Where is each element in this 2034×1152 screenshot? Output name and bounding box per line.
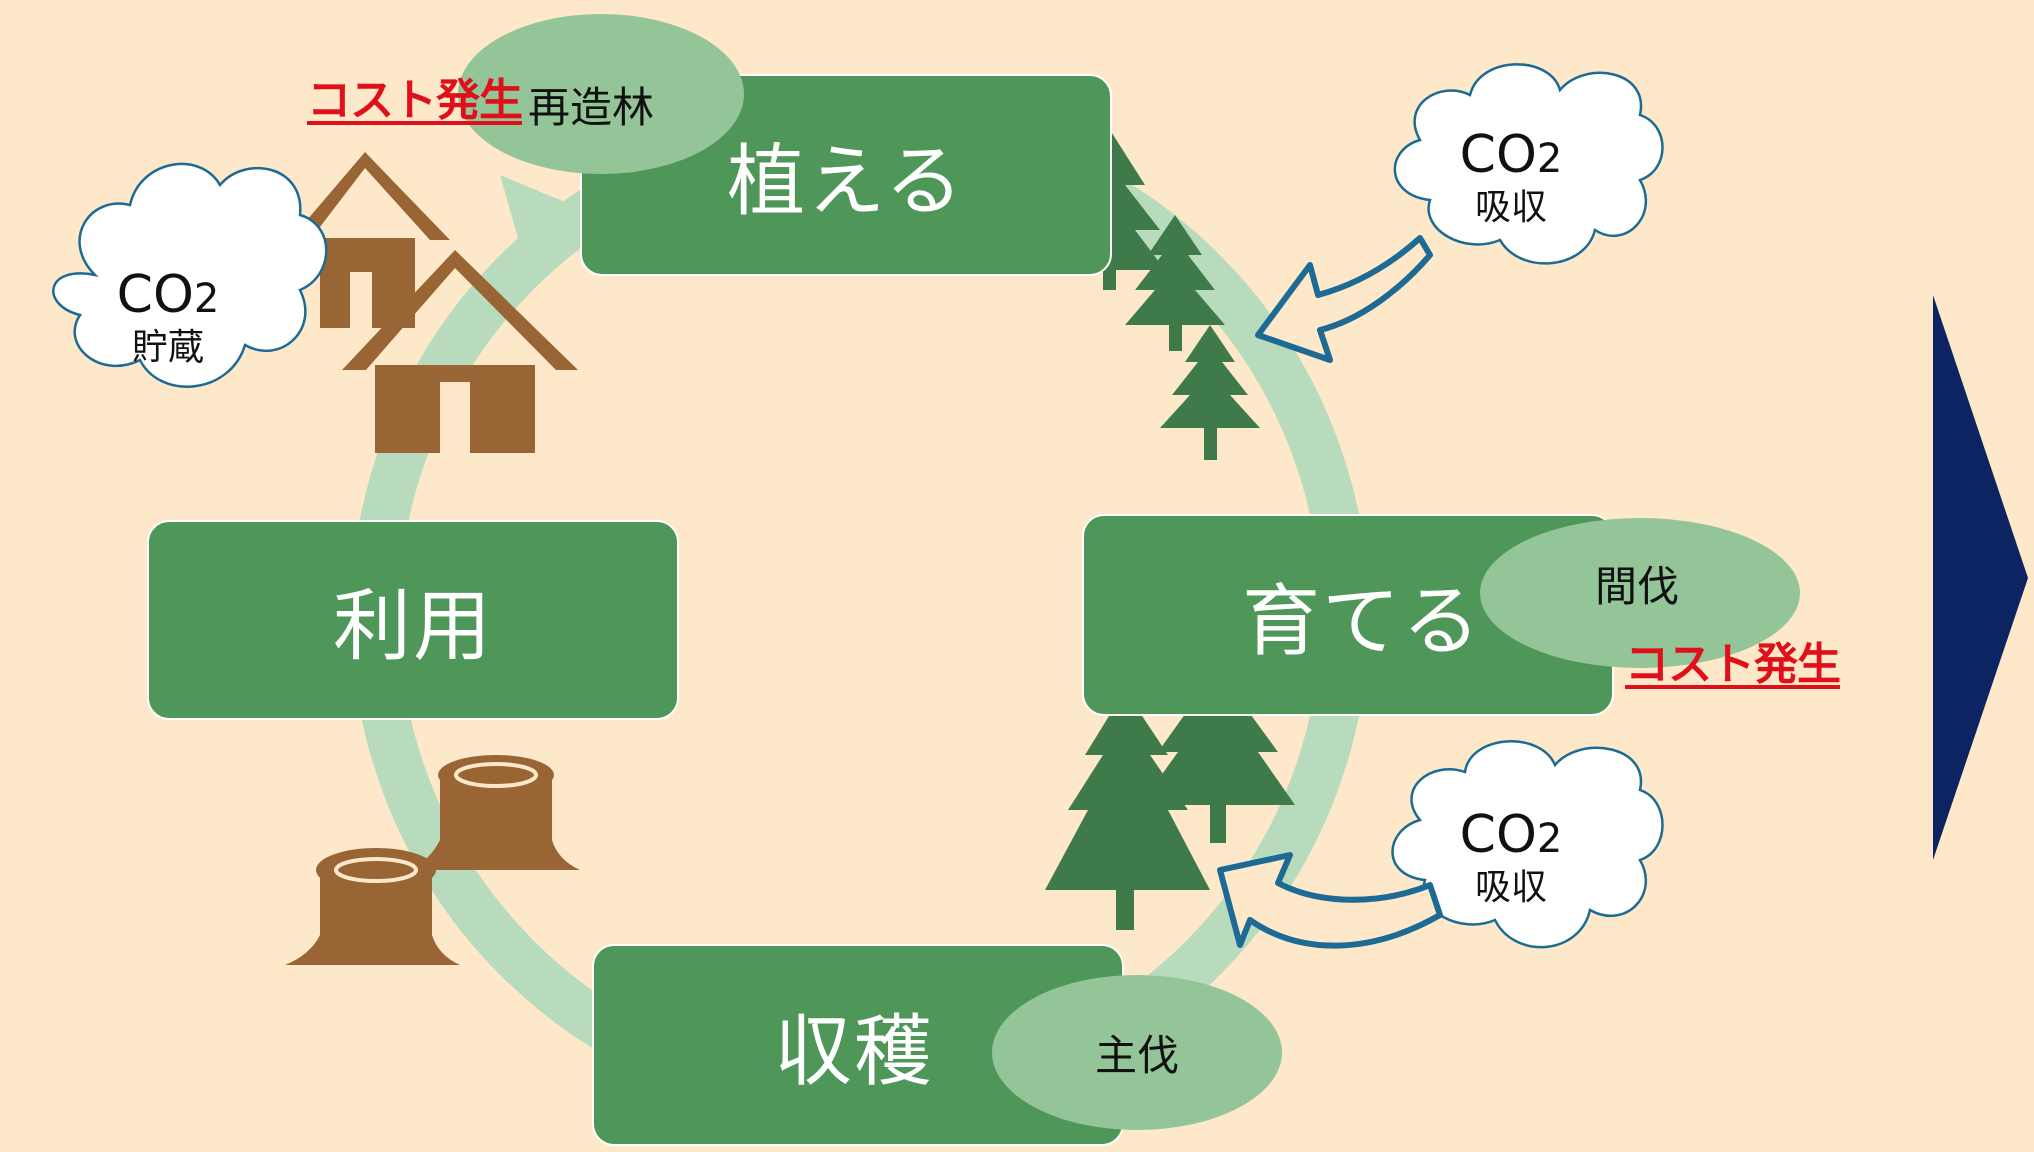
cloud-storage-text: CO2 貯蔵	[108, 268, 228, 366]
stage-harvest-box: 収穫	[592, 944, 1124, 1146]
stage-use-box: 利用	[147, 520, 679, 720]
co2-label: CO2	[1450, 808, 1572, 863]
replant-oval	[458, 14, 744, 174]
cloud-absorb-top-text: CO2 吸収	[1450, 128, 1572, 226]
co2-subscript: 2	[1536, 816, 1563, 862]
cloud-absorb-bottom-label: 吸収	[1474, 866, 1547, 908]
cloud-absorb-bottom-text: CO2 吸収	[1450, 808, 1572, 906]
co2-text: CO	[1459, 125, 1537, 185]
cloud-icon	[52, 162, 328, 388]
cloud-storage-label: 貯蔵	[131, 326, 204, 368]
tree-icon	[1045, 690, 1210, 930]
cost-label-replant: コスト発生	[307, 75, 523, 126]
co2-subscript: 2	[193, 276, 220, 322]
final-cut-oval: 主伐	[992, 975, 1282, 1130]
cloud-absorb-top-label: 吸収	[1474, 186, 1547, 228]
stump-icon	[285, 848, 460, 965]
house-icon	[342, 250, 578, 453]
stage-harvest-label: 収穫	[774, 1007, 935, 1097]
stage-plant-label: 植える	[727, 137, 965, 227]
co2-subscript: 2	[1536, 136, 1563, 182]
co2-text: CO	[116, 265, 194, 325]
tree-icon	[1140, 640, 1295, 843]
stage-use-label: 利用	[332, 582, 493, 672]
co2-label: CO2	[1450, 128, 1572, 183]
curved-arrow-icon	[1255, 235, 1433, 363]
cost-label-thinning: コスト発生	[1625, 639, 1841, 690]
stump-icon	[410, 755, 580, 870]
stage-grow-label: 育てる	[1242, 577, 1483, 667]
tree-icon	[1125, 215, 1225, 351]
thinning-oval: 間伐	[1480, 518, 1800, 668]
co2-text: CO	[1459, 805, 1537, 865]
cloud-icon	[1393, 63, 1664, 265]
tree-icon	[1160, 325, 1260, 460]
curved-arrow-icon	[1217, 852, 1443, 949]
co2-label: CO2	[108, 268, 228, 323]
final-cut-label: 主伐	[1094, 1031, 1179, 1080]
next-triangle-icon[interactable]	[1933, 295, 2028, 860]
cycle-arrowhead	[500, 175, 572, 245]
thinning-label: 間伐	[1594, 561, 1679, 611]
replant-label: 再造林	[528, 83, 655, 132]
